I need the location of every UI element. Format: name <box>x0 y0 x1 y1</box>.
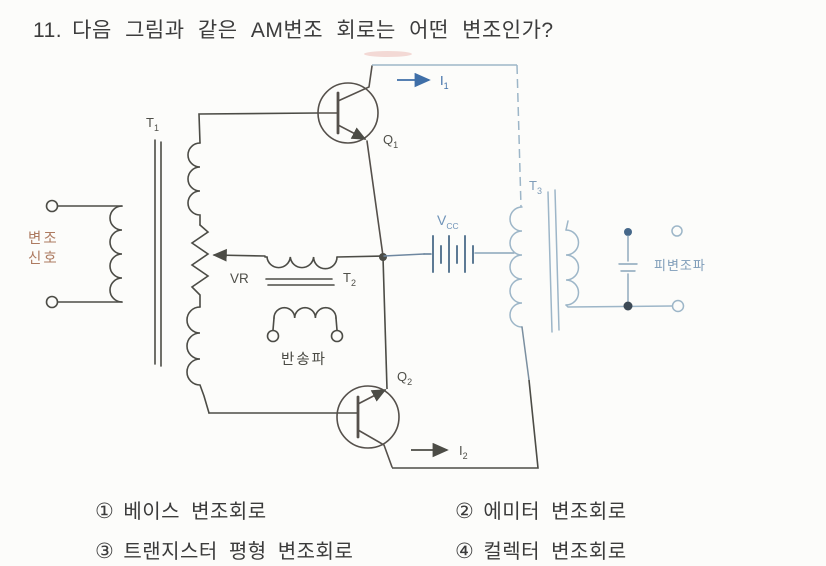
wire <box>272 317 275 331</box>
option-3-number: ③ <box>95 540 115 563</box>
option-4-label: 컬렉터 변조회로 <box>483 541 627 563</box>
label-carrier: 반송파 <box>281 351 327 368</box>
label-q2: Q2 <box>397 369 412 387</box>
t2-primary-coil <box>266 256 338 270</box>
wire-top <box>372 64 522 208</box>
transformer-t3 <box>509 189 685 381</box>
option-1-label: 베이스 변조회로 <box>123 501 267 523</box>
label-output: 피변조파 <box>654 258 706 273</box>
t1-secondary-coil-bottom <box>186 306 210 414</box>
option-3: ③ 트랜지스터 평형 변조회로 <box>95 535 353 564</box>
label-t3: T3 <box>529 178 542 196</box>
transistor-q2 <box>336 385 400 468</box>
option-3-label: 트랜지스터 평형 변조회로 <box>123 541 354 563</box>
label-vcc: VCC <box>437 212 459 231</box>
wire <box>336 255 384 258</box>
q1-collector-lead <box>337 65 373 102</box>
vr-resistor <box>190 224 210 308</box>
label-mod-signal-line2: 신호 <box>28 250 59 267</box>
battery-vcc <box>383 235 515 273</box>
wire-to-q1-base <box>198 112 319 144</box>
wire <box>521 326 530 381</box>
wire <box>383 253 425 257</box>
option-1: ① 베이스 변조회로 <box>95 495 267 524</box>
transformer-t2 <box>264 255 384 343</box>
capacitor <box>618 228 638 311</box>
output-terminal-top <box>671 225 683 237</box>
carrier-terminal-right <box>330 329 344 343</box>
label-mod-signal-line1: 변조 <box>28 230 59 247</box>
transistor-q1 <box>317 65 384 257</box>
question-text: 다음 그림과 같은 AM변조 회로는 어떤 변조인가? <box>72 19 554 42</box>
question-title: 11. 다음 그림과 같은 AM변조 회로는 어떤 변조인가? <box>33 14 554 44</box>
capacitor-top-dot <box>624 228 632 236</box>
label-vr: VR <box>230 271 249 286</box>
option-2-number: ② <box>455 500 475 523</box>
q1-emitter-lead <box>366 140 384 257</box>
input-terminal-top <box>45 199 59 213</box>
option-2: ② 에미터 변조회로 <box>455 495 627 524</box>
wire <box>565 220 569 231</box>
center-line <box>382 256 388 390</box>
t3-secondary-coil <box>565 229 580 306</box>
q2-collector-lead <box>357 429 393 468</box>
carrier-terminal-left <box>266 329 280 343</box>
wire-bottom <box>392 379 539 469</box>
wire <box>335 317 338 331</box>
q2-emitter-arrow <box>357 389 387 405</box>
t3-core <box>547 191 553 333</box>
label-i2: I2 <box>459 443 468 461</box>
label-q1: Q1 <box>383 132 398 150</box>
output-terminal-bottom <box>671 299 685 313</box>
option-4: ④ 컬렉터 변조회로 <box>455 535 627 564</box>
q1-emitter-arrow <box>337 124 367 140</box>
label-t2: T2 <box>343 270 356 288</box>
question-number: 11. <box>33 19 63 42</box>
input-terminal-bottom <box>45 295 59 309</box>
option-4-number: ④ <box>455 540 475 563</box>
t2-secondary-coil <box>273 306 337 319</box>
label-i1: I1 <box>440 73 449 91</box>
option-2-label: 에미터 변조회로 <box>483 501 627 523</box>
transformer-t1 <box>45 112 358 414</box>
t3-core <box>554 189 560 331</box>
q2-body <box>336 385 400 449</box>
scan-artifact <box>364 51 412 57</box>
vr-wiper-arrow <box>212 248 266 262</box>
option-1-number: ① <box>95 500 115 523</box>
t3-primary-coil <box>509 206 523 328</box>
wire-output-bottom <box>565 304 673 308</box>
t1-primary-coil <box>109 205 123 303</box>
capacitor-bottom-dot <box>623 301 633 311</box>
t1-secondary-coil-top <box>187 142 201 226</box>
label-t1: T1 <box>146 115 159 133</box>
wire-dashed <box>516 64 522 208</box>
